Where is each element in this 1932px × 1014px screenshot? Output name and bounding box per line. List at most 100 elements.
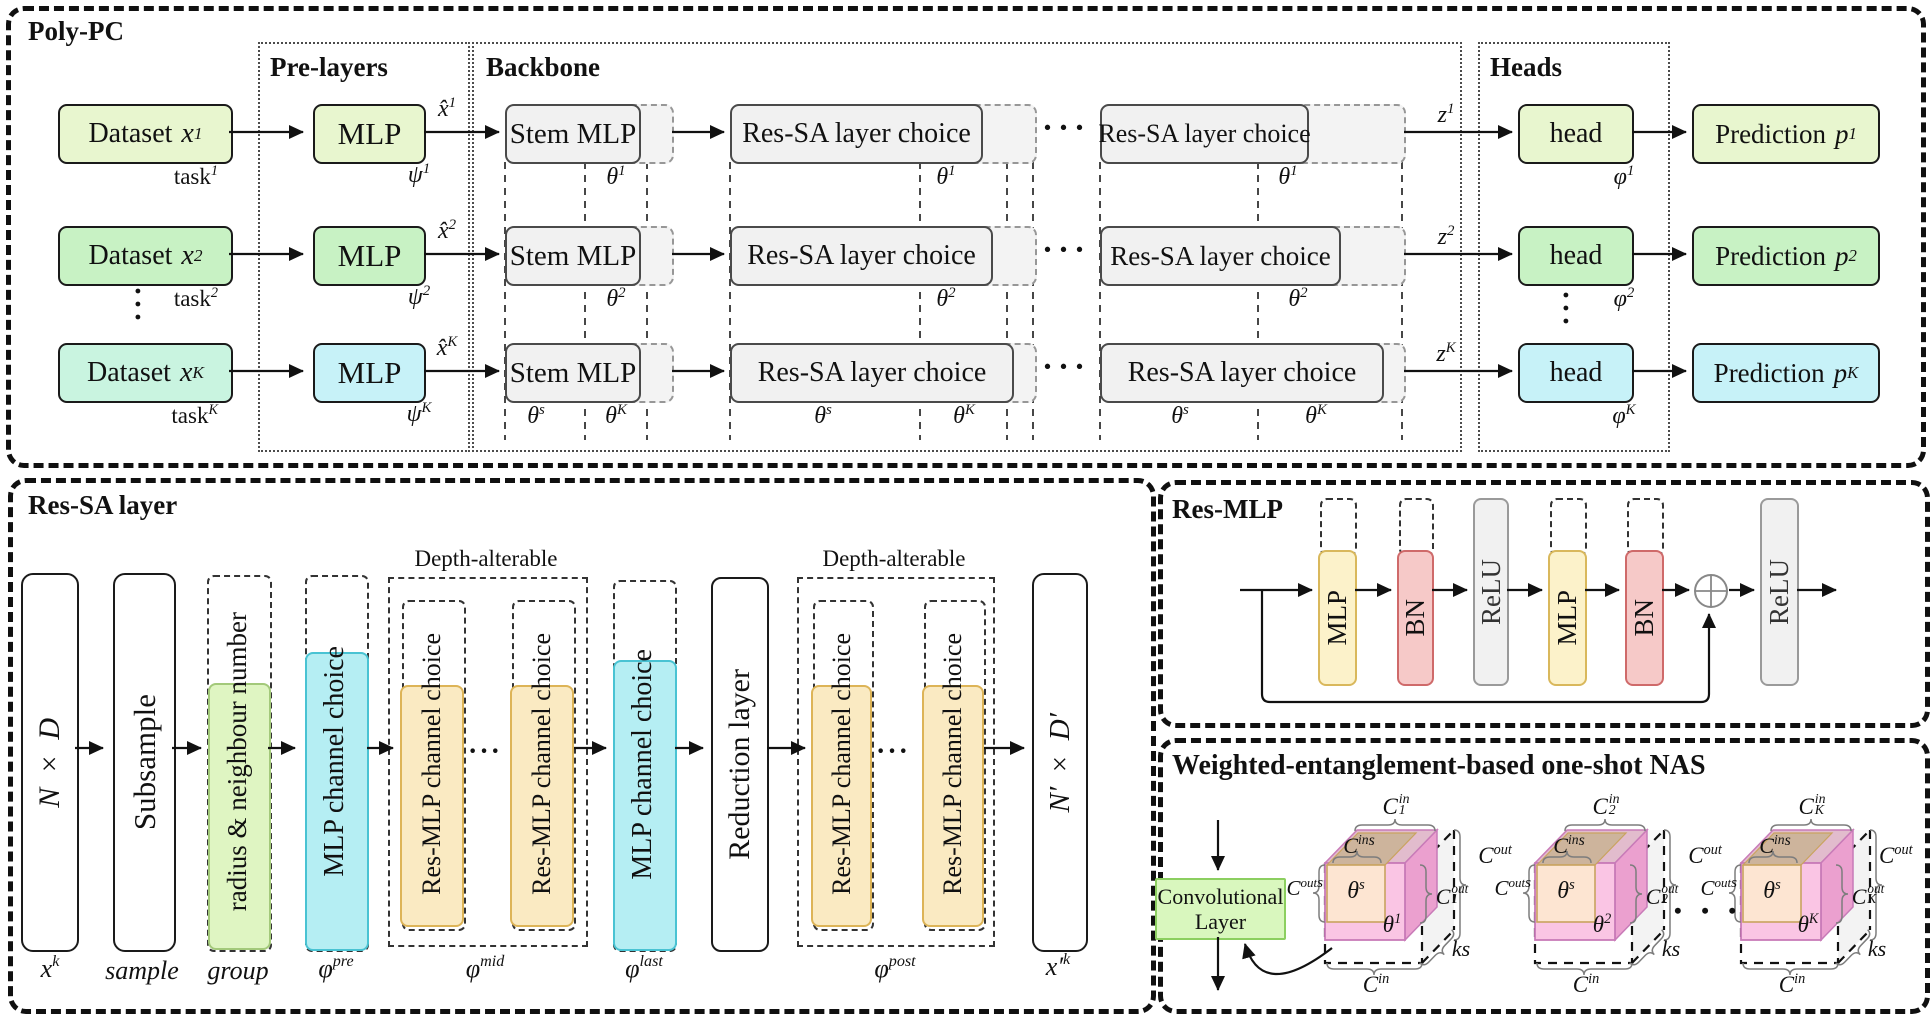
bn-block-2: BN bbox=[1625, 550, 1664, 686]
res-sa-choice-box-1a: Res-SA layer choice bbox=[730, 104, 983, 164]
res-sa-choice-box-Ka: Res-SA layer choice bbox=[730, 343, 1014, 403]
resmlp-choice-box-1 bbox=[400, 685, 464, 927]
res-sa-panel bbox=[8, 478, 1156, 1014]
stem-mlp-box-1: Stem MLP bbox=[505, 104, 641, 164]
backbone-box bbox=[472, 42, 1462, 452]
subsample-box: Subsample bbox=[113, 573, 176, 952]
resmlp-ghost-mlp1 bbox=[1320, 498, 1357, 556]
xhat-label-K: x̂K bbox=[436, 334, 458, 361]
pre-layers-title: Pre-layers bbox=[270, 52, 388, 82]
res-mlp-panel bbox=[1158, 480, 1930, 728]
resmlp-choice-text-4: Res-MLP channel choice bbox=[938, 632, 967, 895]
heads-title: Heads bbox=[1490, 52, 1563, 82]
nas-panel bbox=[1158, 738, 1930, 1014]
res-sa-choice-box-Kb: Res-SA layer choice bbox=[1100, 343, 1384, 403]
phi-post-dots: ··· bbox=[876, 736, 911, 767]
resmlp-ghost-mlp2 bbox=[1550, 498, 1587, 556]
mlp-box-2: MLP bbox=[313, 226, 426, 286]
radius-text: radius & neighbour number bbox=[222, 611, 252, 912]
backbone-dots-2: ··· bbox=[1042, 232, 1091, 268]
depth-alterable-label-1: Depth-alterable bbox=[414, 546, 558, 571]
resmlp-choice-text-1: Res-MLP channel choice bbox=[417, 632, 446, 895]
cube2-ks: ks bbox=[1661, 936, 1681, 961]
depth-alterable-label-2: Depth-alterable bbox=[822, 546, 966, 571]
resmlp-choice-box-4 bbox=[922, 685, 984, 927]
reduction-box: Reduction layer bbox=[711, 577, 769, 952]
xk-out-label: x′k bbox=[1045, 951, 1071, 981]
stem-mlp-box-K: Stem MLP bbox=[505, 343, 641, 403]
group-label: group bbox=[207, 956, 269, 985]
stem-mlp-box-2: Stem MLP bbox=[505, 226, 641, 286]
mlp-box-K: MLP bbox=[313, 343, 426, 403]
mlp-choice-last-box bbox=[613, 660, 677, 951]
head-box-1: head bbox=[1518, 104, 1634, 164]
phi-mid-dots: ··· bbox=[468, 736, 503, 767]
backbone-dots-K: ··· bbox=[1042, 349, 1091, 385]
resmlp-choice-box-2 bbox=[510, 685, 574, 927]
res-sa-choice-box-2b: Res-SA layer choice bbox=[1100, 226, 1341, 286]
resmlp-ghost-bn1 bbox=[1399, 498, 1434, 556]
mlp-box-1: MLP bbox=[313, 104, 426, 164]
heads-vdots: ··· bbox=[1549, 290, 1582, 330]
res-sa-choice-box-2a: Res-SA layer choice bbox=[730, 226, 993, 286]
nxd-box: N × D bbox=[21, 573, 79, 952]
radius-box bbox=[208, 683, 271, 950]
res-mlp-title: Res-MLP bbox=[1172, 494, 1283, 524]
conv-layer-box: Convolutional Layer bbox=[1155, 878, 1286, 940]
mlp-choice-last-text: MLP channel choice bbox=[627, 648, 658, 880]
cube1-ks: ks bbox=[1451, 936, 1471, 961]
res-sa-title: Res-SA layer bbox=[28, 490, 178, 520]
xhat-label-2: x̂2 bbox=[437, 217, 457, 244]
relu-block-2: ReLU bbox=[1760, 498, 1799, 686]
mlp-choice-pre-text: MLP channel choice bbox=[319, 646, 350, 877]
cube3-ks: ks bbox=[1867, 936, 1887, 961]
nas-title: Weighted-entanglement-based one-shot NAS bbox=[1172, 750, 1706, 781]
resmlp-ghost-bn2 bbox=[1627, 498, 1664, 556]
mlp-block-1: MLP bbox=[1318, 550, 1357, 686]
